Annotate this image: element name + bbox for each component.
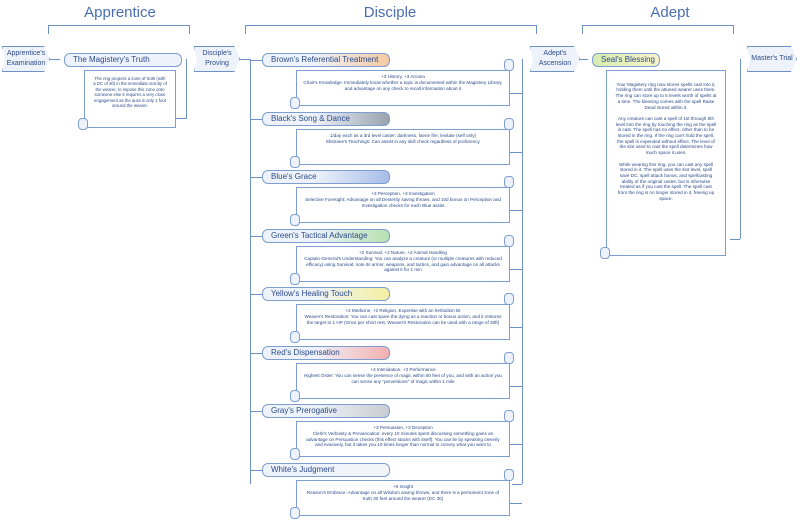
scroll-curl-icon xyxy=(504,410,514,422)
disciple-card-text: +2 Survival, +2 Nature, +2 Animal Handli… xyxy=(304,250,502,273)
connector xyxy=(250,236,262,237)
disciple-card-scroll: +3 Intimidation, +3 Performance Highest … xyxy=(296,363,510,399)
adepts-ascension-label: Adept's Ascension xyxy=(538,50,572,67)
masters-trial-arrow: Master's Trial xyxy=(747,46,797,72)
disciple-card-title: White's Judgment xyxy=(262,463,390,477)
scroll-curl-icon xyxy=(290,331,300,343)
brace-disciple xyxy=(245,25,537,34)
connector xyxy=(250,294,262,295)
scroll-curl-icon xyxy=(290,507,300,519)
disciples-proving-label: Disciple's Proving xyxy=(202,50,232,67)
disciple-card-scroll: +6 Insight Reason's Embrace: Advantage o… xyxy=(296,480,510,516)
connector xyxy=(50,59,60,60)
scroll-curl-icon xyxy=(78,118,88,130)
disciple-card-scroll: +2 Survival, +2 Nature, +2 Animal Handli… xyxy=(296,246,510,282)
header-disciple: Disciple xyxy=(363,4,417,21)
header-adept: Adept xyxy=(650,4,690,21)
connector xyxy=(186,59,187,119)
connector xyxy=(250,60,262,61)
connector xyxy=(512,484,522,485)
connector xyxy=(740,59,741,239)
disciple-card-title: Brown's Referential Treatment xyxy=(262,53,390,67)
scroll-curl-icon xyxy=(504,59,514,71)
disciple-card-title: Red's Dispensation xyxy=(262,346,390,360)
brace-apprentice xyxy=(48,25,190,34)
connector xyxy=(510,210,522,211)
scroll-curl-icon xyxy=(504,352,514,364)
scroll-curl-icon xyxy=(290,390,300,402)
connector xyxy=(730,239,740,240)
connector xyxy=(250,177,262,178)
disciple-card-text: +3 Persuasion, +3 Deception Clerk's Verb… xyxy=(306,425,500,448)
scroll-curl-icon xyxy=(504,118,514,130)
connector xyxy=(510,444,522,445)
disciple-card-scroll: +2 Medicine, +2 Religion, Expertise with… xyxy=(296,304,510,340)
connector xyxy=(176,118,186,119)
disciple-card-text: +3 Intimidation, +3 Performance Highest … xyxy=(304,367,502,384)
connector xyxy=(250,119,262,120)
header-apprentice: Apprentice xyxy=(84,4,156,21)
scroll-curl-icon xyxy=(290,448,300,460)
disciples-proving-arrow: Disciple's Proving xyxy=(194,46,240,72)
adepts-ascension-arrow: Adept's Ascension xyxy=(530,46,580,72)
scroll-curl-icon xyxy=(504,235,514,247)
connector xyxy=(510,386,522,387)
apprentices-examination-arrow: Apprentice's Examination xyxy=(2,46,50,72)
scroll-curl-icon xyxy=(290,97,300,109)
apprentice-card-scroll: The ring projects a zone of truth (with … xyxy=(84,70,176,128)
connector xyxy=(510,269,522,270)
disciple-card-text: +6 Insight Reason's Embrace: Advantage o… xyxy=(306,484,500,501)
disciple-card-scroll: +3 History, +3 Arcana Chair's Knowledge:… xyxy=(296,70,510,106)
disciple-card-title: Black's Song & Dance xyxy=(262,112,390,126)
connector xyxy=(510,152,522,153)
scroll-curl-icon xyxy=(600,247,610,259)
disciple-card-title: Blue's Grace xyxy=(262,170,390,184)
scroll-curl-icon xyxy=(290,156,300,168)
connector xyxy=(250,470,262,471)
scroll-curl-icon xyxy=(290,273,300,285)
scroll-curl-icon xyxy=(504,469,514,481)
disciple-card-scroll: 1/day each as a 3rd level caster: darkne… xyxy=(296,129,510,165)
disciple-card-scroll: +3 Perception, +3 Investigation Selectiv… xyxy=(296,187,510,223)
connector xyxy=(522,59,523,484)
connector xyxy=(510,93,522,94)
adept-card-text: Your Magistery ring now stores spells ca… xyxy=(615,81,717,201)
disciple-card-text: +3 Perception, +3 Investigation Selectiv… xyxy=(305,191,501,208)
connector xyxy=(250,59,251,484)
masters-trial-label: Master's Trial xyxy=(751,55,793,62)
disciple-card-title: Gray's Prerogative xyxy=(262,404,390,418)
adept-card-title: Seal's Blessing xyxy=(592,53,660,67)
connector xyxy=(250,411,262,412)
scroll-curl-icon xyxy=(290,214,300,226)
disciple-card-text: 1/day each as a 3rd level caster: darkne… xyxy=(326,133,480,144)
brace-adept xyxy=(582,25,734,34)
adept-card-scroll: Your Magistery ring now stores spells ca… xyxy=(606,70,726,256)
connector xyxy=(580,59,588,60)
disciple-card-text: +2 Medicine, +2 Religion, Expertise with… xyxy=(304,308,502,325)
apprentices-examination-label: Apprentice's Examination xyxy=(6,50,46,67)
scroll-curl-icon xyxy=(504,293,514,305)
connector xyxy=(250,353,262,354)
scroll-curl-icon xyxy=(504,176,514,188)
connector xyxy=(240,59,250,60)
apprentice-card-title: The Magistery's Truth xyxy=(64,53,182,67)
disciple-card-title: Green's Tactical Advantage xyxy=(262,229,390,243)
apprentice-card-text: The ring projects a zone of truth (with … xyxy=(93,76,167,109)
disciple-card-text: +3 History, +3 Arcana Chair's Knowledge:… xyxy=(303,74,503,91)
connector xyxy=(510,503,522,504)
disciple-card-title: Yellow's Healing Touch xyxy=(262,287,390,301)
connector xyxy=(510,327,522,328)
disciple-card-scroll: +3 Persuasion, +3 Deception Clerk's Verb… xyxy=(296,421,510,457)
